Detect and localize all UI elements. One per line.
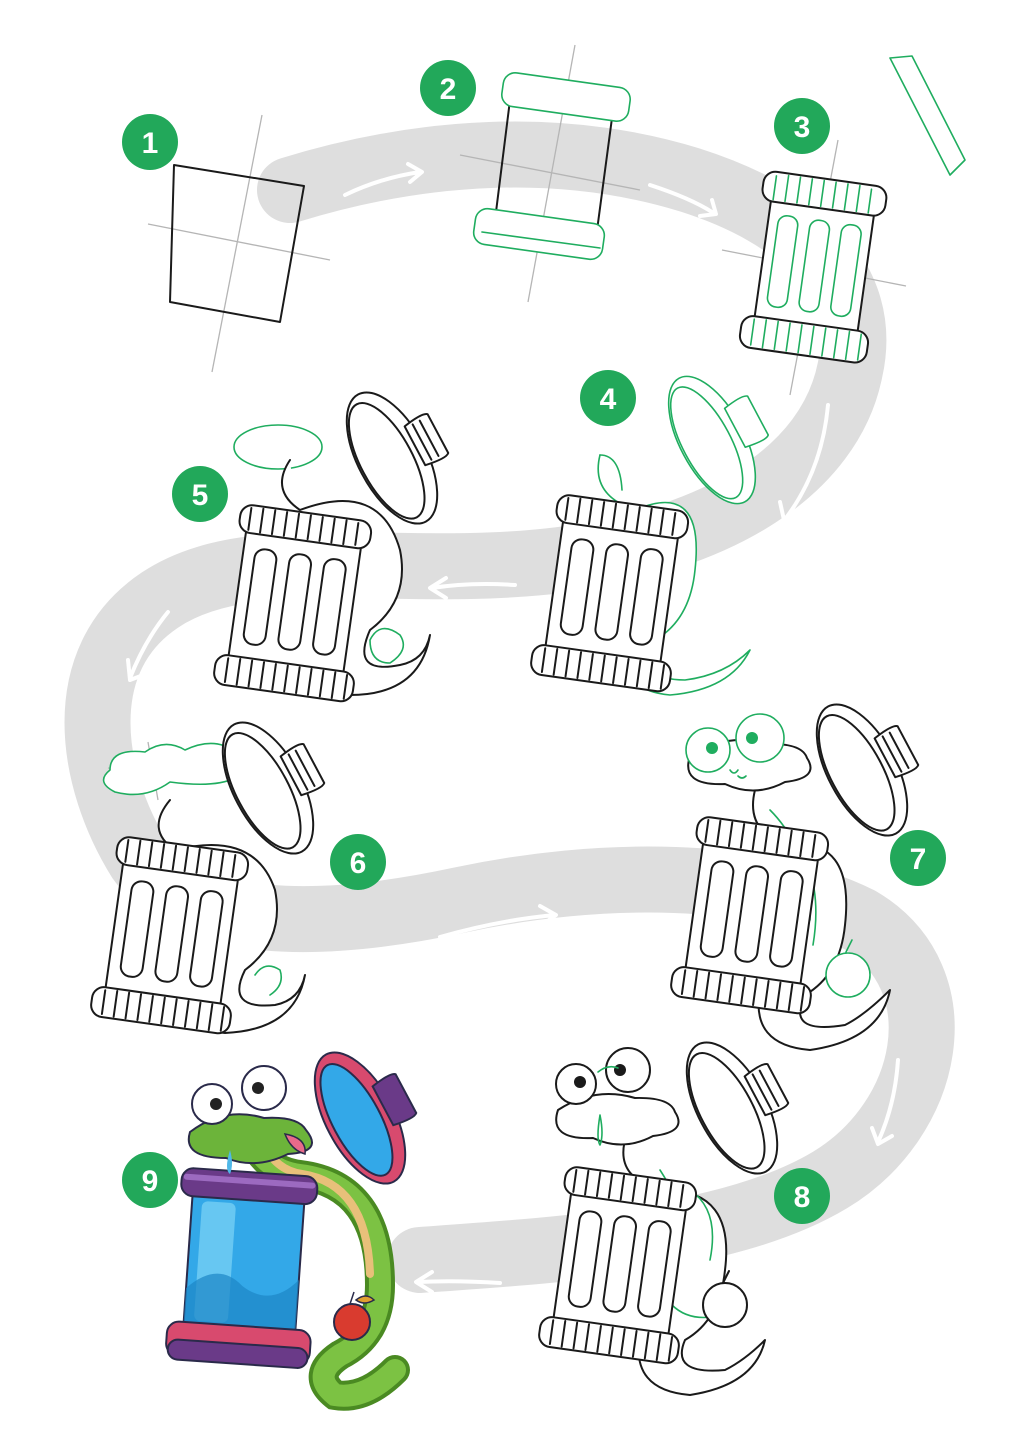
step-4-drawing [528,375,770,696]
step-1-number: 1 [142,127,159,160]
step-4-badge: 4 [580,370,636,426]
step-2-badge: 2 [420,60,476,116]
arrow-left-icon [414,1270,502,1294]
arrow-down-icon [778,403,830,522]
step-4-number: 4 [600,383,617,416]
step-badges: 1 2 3 4 5 6 7 8 [122,60,946,1224]
step-3-drawing [721,55,966,396]
step-1-badge: 1 [122,114,178,170]
step-8-drawing [536,1019,813,1396]
step-7-number: 7 [910,843,927,876]
step-8-number: 8 [794,1181,811,1214]
step-7-badge: 7 [890,830,946,886]
step-7-drawing [668,681,943,1051]
step-9-badge: 9 [122,1152,178,1208]
step-3-badge: 3 [774,98,830,154]
arrow-right-icon [438,904,558,939]
step-2-number: 2 [440,73,457,106]
step-3-number: 3 [794,111,811,144]
step-6-drawing [88,699,349,1036]
step-5-drawing [211,369,473,704]
step-9-drawing [165,1051,418,1411]
step-1-drawing [147,114,331,373]
arrow-right-icon [343,162,424,197]
step-5-badge: 5 [172,466,228,522]
arrow-down-left-icon [126,610,170,682]
arrow-right-down-icon [648,183,718,218]
path-arrows [126,162,900,1294]
step-6-number: 6 [350,847,367,880]
arrow-down-icon [870,1058,900,1146]
step-2-drawing [459,44,641,303]
arrow-left-icon [428,576,517,600]
step-5-number: 5 [192,479,209,512]
step-6-badge: 6 [330,834,386,890]
step-9-number: 9 [142,1165,159,1198]
step-8-badge: 8 [774,1168,830,1224]
